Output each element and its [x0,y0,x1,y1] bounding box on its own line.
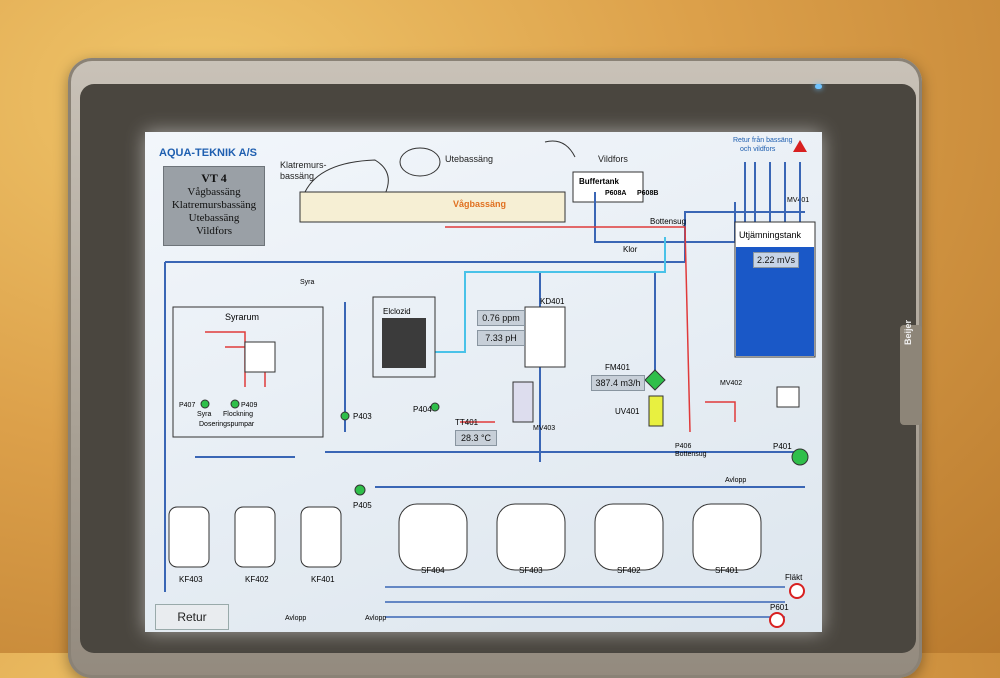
chlorine-readout: 0.76 ppm [477,310,525,326]
sf402-label: SF402 [617,566,641,575]
kf-filters [168,506,342,568]
uv-indicator-icon[interactable] [644,369,666,391]
pool-vildfors-label: Vildfors [598,154,628,164]
mv402-label: MV402 [720,380,742,387]
buffer-tank [572,171,644,203]
company-name: AQUA-TEKNIK A/S [159,147,257,159]
kd401-analyzer [524,306,566,368]
heat-exchanger [512,381,534,423]
station-line-3: Utebassäng [188,212,240,224]
doseringspumpar-label: Doseringspumpar [199,421,255,428]
syra-pump-label: Syra [197,411,212,418]
power-led [815,84,822,89]
process-diagram: AQUA-TEKNIK A/S Klatremurs- bassäng Uteb… [159,136,816,628]
flow-readout: 387.4 m3/h [591,375,645,391]
mv403-label: MV403 [533,425,555,432]
pump-p404-icon[interactable] [430,402,440,412]
kf401-label: KF401 [311,575,335,584]
pool-klatremur-label: Klatremurs- [280,160,327,170]
syra-label: Syra [300,279,315,286]
klor-label: Klor [623,245,638,254]
station-info-box: VT 4 Vågbassäng Klatremursbassäng Utebas… [163,166,265,246]
bottensug-label: Bottensug [650,217,686,226]
uv401-label: UV401 [615,407,640,416]
retur-label: Retur från bassäng [733,136,793,144]
pump-p407-icon[interactable] [200,399,210,409]
tt401-label: TT401 [455,418,479,427]
pump-p608b-label: P608B [637,190,658,197]
bottom-pipes [385,586,785,618]
flockning-label: Flockning [223,411,253,418]
pool-vag-label: Vågbassäng [453,199,506,209]
utjamningstank-label: Utjämningstank [739,230,802,240]
station-line-2: Klatremursbassäng [171,199,257,211]
fm401-label: FM401 [605,363,630,372]
ph-readout: 7.33 pH [477,330,525,346]
chlorine-line [435,237,666,353]
tank-level-readout: 2.22 mVs [753,252,799,268]
flakt-fan-icon[interactable] [789,583,805,599]
pump-p608a-label: P608A [605,190,626,197]
pool-klatremur-label2: bassäng [280,171,314,181]
p601-label: P601 [770,603,789,612]
kd401-label: KD401 [540,297,565,306]
avlopp-label-2: Avlopp [285,615,306,622]
brand-strip: Beijer [900,320,922,425]
sf401-label: SF401 [715,566,739,575]
sf403-label: SF403 [519,566,543,575]
p409-label: P409 [241,402,257,409]
hmi-screen: AQUA-TEKNIK A/S Klatremurs- bassäng Uteb… [145,132,822,632]
elclozid-unit [382,318,426,368]
kf403-label: KF403 [179,575,203,584]
pool-ute-label: Utebassäng [445,154,493,164]
buffer-tank-label: Buffertank [579,177,620,186]
p405-label: P405 [353,501,372,510]
p406-label: P406 [675,443,691,450]
acid-tank [244,341,276,373]
station-title: VT 4 [201,171,227,185]
temperature-readout: 28.3 °C [455,430,497,446]
sf-filters [398,503,762,571]
pump-p403-icon[interactable] [340,411,350,421]
station-line-1: Vågbassäng [187,186,241,198]
pump-p405-icon[interactable] [354,484,366,496]
p404-label: P404 [413,405,432,414]
pool-sketch [299,140,576,223]
uv401-unit [648,395,664,427]
alarm-bell-icon[interactable] [793,140,807,152]
p401-label: P401 [773,442,792,451]
bottensug2-label: Bottensug [675,451,707,458]
retur-button[interactable]: Retur [155,604,229,630]
syrarum-label: Syrarum [225,312,259,322]
elclozid-box [372,296,436,378]
mv401-label: MV401 [787,197,809,204]
avlopp-label-1: Avlopp [725,477,746,484]
strainer [776,386,800,408]
pump-p601-icon[interactable] [769,612,785,628]
station-line-4: Vildfors [195,225,232,237]
p407-label: P407 [179,402,195,409]
p403-label: P403 [353,412,372,421]
kf402-label: KF402 [245,575,269,584]
pump-p401-icon[interactable] [791,448,809,466]
sf404-label: SF404 [421,566,445,575]
elclozid-label: Elclozid [383,307,411,316]
avlopp-label-3: Avlopp [365,615,386,622]
flakt-label: Fläkt [785,573,803,582]
pump-p409-icon[interactable] [230,399,240,409]
vildfors-retur-label: och vildfors [740,146,776,153]
syrarum-room [172,306,324,438]
